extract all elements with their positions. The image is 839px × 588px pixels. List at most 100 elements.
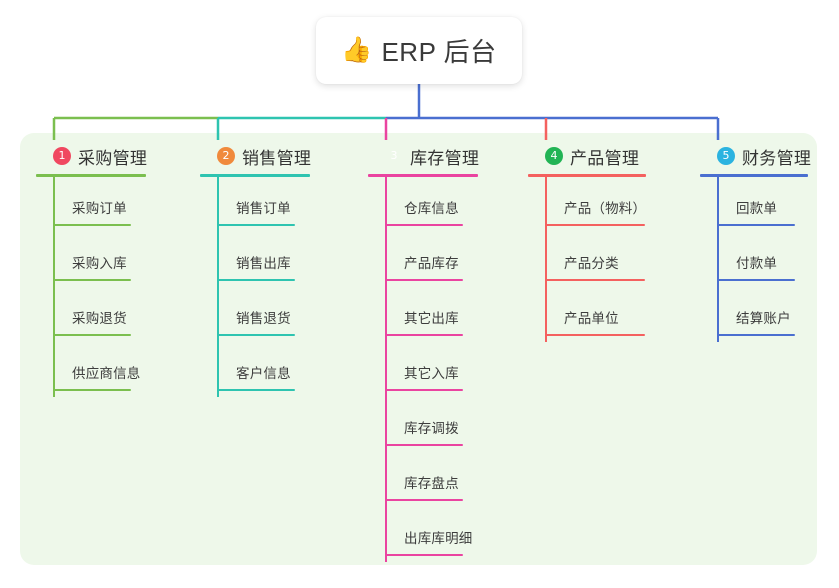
leaf-node[interactable]: 产品（物料）: [528, 177, 646, 232]
leaf-label: 采购入库: [72, 256, 127, 271]
branch-column-5: 5 财务管理回款单付款单结算账户: [700, 143, 811, 342]
leaf-node[interactable]: 库存调拨: [368, 397, 479, 452]
leaf-node[interactable]: 销售退货: [200, 287, 311, 342]
leaf-label: 产品单位: [564, 311, 619, 326]
leaf-rule: [385, 499, 463, 501]
thumbs-up-icon: 👍: [341, 36, 373, 64]
leaf-label: 其它入库: [404, 366, 459, 381]
leaf-node[interactable]: 采购退货: [36, 287, 147, 342]
branch-column-2: 2 销售管理销售订单销售出库销售退货客户信息: [200, 143, 311, 397]
branch-badge-5: 5: [717, 147, 735, 165]
branch-underline-4: [528, 174, 646, 177]
branch-header-1[interactable]: 1 采购管理: [36, 143, 147, 169]
leaf-label: 其它出库: [404, 311, 459, 326]
leaf-rule: [217, 334, 295, 336]
leaf-label: 销售退货: [236, 311, 291, 326]
branch-header-3[interactable]: 3 库存管理: [368, 143, 479, 169]
leaf-node[interactable]: 产品库存: [368, 232, 479, 287]
leaf-label: 销售订单: [236, 201, 291, 216]
leaf-rule: [217, 224, 295, 226]
leaf-label: 采购退货: [72, 311, 127, 326]
leaf-node[interactable]: 客户信息: [200, 342, 311, 397]
branch-spine-1: [53, 177, 55, 397]
leaf-rule: [53, 389, 131, 391]
leaf-node[interactable]: 采购订单: [36, 177, 147, 232]
leaf-node[interactable]: 其它入库: [368, 342, 479, 397]
leaf-label: 采购订单: [72, 201, 127, 216]
branch-underline-5: [700, 174, 808, 177]
branch-header-4[interactable]: 4 产品管理: [528, 143, 646, 169]
branch-items-4: 产品（物料） 产品分类产品单位: [528, 177, 646, 342]
leaf-node[interactable]: 销售出库: [200, 232, 311, 287]
branch-column-1: 1 采购管理采购订单采购入库采购退货供应商信息: [36, 143, 147, 397]
leaf-rule: [545, 279, 645, 281]
leaf-rule: [385, 444, 463, 446]
leaf-rule: [53, 334, 131, 336]
leaf-label: 产品库存: [404, 256, 459, 271]
leaf-rule: [385, 389, 463, 391]
leaf-rule: [385, 554, 463, 556]
leaf-rule: [385, 224, 463, 226]
leaf-label: 销售出库: [236, 256, 291, 271]
leaf-rule: [717, 224, 795, 226]
leaf-label: 库存调拨: [404, 421, 459, 436]
leaf-node[interactable]: 其它出库: [368, 287, 479, 342]
branch-items-1: 采购订单采购入库采购退货供应商信息: [36, 177, 147, 397]
leaf-node[interactable]: 付款单: [700, 232, 811, 287]
leaf-label: 回款单: [736, 201, 778, 216]
branch-spine-4: [545, 177, 547, 342]
branch-column-4: 4 产品管理产品（物料） 产品分类产品单位: [528, 143, 646, 342]
leaf-label: 库存盘点: [404, 476, 459, 491]
root-node[interactable]: 👍 ERP 后台: [316, 17, 522, 84]
leaf-label: 供应商信息: [72, 366, 141, 381]
branch-title-3: 库存管理: [410, 148, 480, 168]
leaf-rule: [545, 334, 645, 336]
branch-badge-1: 1: [53, 147, 71, 165]
leaf-rule: [717, 279, 795, 281]
branch-badge-3: 3: [390, 149, 398, 162]
branch-underline-3: [368, 174, 478, 177]
leaf-rule: [545, 224, 645, 226]
leaf-label: 付款单: [736, 256, 778, 271]
branch-badge-4: 4: [545, 147, 563, 165]
leaf-rule: [385, 334, 463, 336]
leaf-label: 结算账户: [736, 311, 791, 326]
branch-spine-3: [385, 177, 387, 562]
leaf-node[interactable]: 结算账户: [700, 287, 811, 342]
leaf-rule: [217, 389, 295, 391]
branch-items-3: 仓库信息产品库存其它出库其它入库库存调拨库存盘点出库库明细: [368, 177, 479, 562]
leaf-label: 产品（物料）: [564, 201, 647, 216]
branch-underline-2: [200, 174, 310, 177]
leaf-rule: [385, 279, 463, 281]
leaf-node[interactable]: 销售订单: [200, 177, 311, 232]
root-title: ERP 后台: [381, 37, 497, 67]
branch-items-2: 销售订单销售出库销售退货客户信息: [200, 177, 311, 397]
branch-spine-2: [217, 177, 219, 397]
branch-underline-1: [36, 174, 146, 177]
leaf-label: 出库库明细: [404, 531, 473, 546]
branch-title-2: 销售管理: [242, 148, 312, 168]
branch-badge-2: 2: [217, 147, 235, 165]
leaf-node[interactable]: 采购入库: [36, 232, 147, 287]
branch-title-1: 采购管理: [78, 148, 148, 168]
leaf-rule: [53, 279, 131, 281]
leaf-node[interactable]: 回款单: [700, 177, 811, 232]
leaf-node[interactable]: 出库库明细: [368, 507, 479, 562]
branch-column-3: 3 库存管理仓库信息产品库存其它出库其它入库库存调拨库存盘点出库库明细: [368, 143, 479, 562]
branch-items-5: 回款单付款单结算账户: [700, 177, 811, 342]
leaf-label: 仓库信息: [404, 201, 459, 216]
branch-title-4: 产品管理: [570, 148, 640, 168]
leaf-rule: [53, 224, 131, 226]
leaf-node[interactable]: 供应商信息: [36, 342, 147, 397]
branch-title-5: 财务管理: [742, 148, 812, 168]
branch-header-2[interactable]: 2 销售管理: [200, 143, 311, 169]
leaf-node[interactable]: 产品单位: [528, 287, 646, 342]
leaf-label: 产品分类: [564, 256, 619, 271]
branch-spine-5: [717, 177, 719, 342]
leaf-rule: [717, 334, 795, 336]
branch-header-5[interactable]: 5 财务管理: [700, 143, 811, 169]
leaf-node[interactable]: 库存盘点: [368, 452, 479, 507]
leaf-node[interactable]: 产品分类: [528, 232, 646, 287]
leaf-node[interactable]: 仓库信息: [368, 177, 479, 232]
